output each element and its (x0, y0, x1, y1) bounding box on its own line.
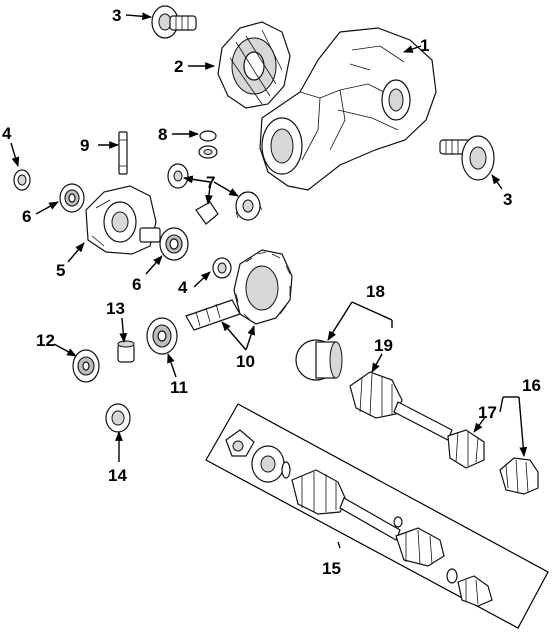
callout-6-right: 6 (132, 275, 141, 294)
part-output-flange-right[interactable] (439, 135, 495, 181)
callout-1: 1 (420, 36, 429, 55)
callout-18: 18 (366, 282, 385, 301)
part-collapsible-spacer[interactable] (117, 340, 135, 363)
callout-3-top: 3 (112, 6, 121, 25)
part-cv-joint-18[interactable] (295, 339, 343, 381)
callout-4-left: 4 (2, 124, 12, 143)
part-bearing-right[interactable] (159, 227, 189, 261)
part-seal-left[interactable] (13, 169, 31, 191)
callout-11: 11 (170, 378, 188, 397)
callout-4-center: 4 (178, 278, 188, 297)
callout-9: 9 (80, 136, 89, 155)
callout-3-right: 3 (503, 190, 512, 209)
part-thrust-washer[interactable] (198, 130, 218, 159)
callout-19: 19 (374, 336, 393, 355)
part-differential-carrier[interactable] (85, 185, 161, 255)
callout-17: 17 (478, 403, 497, 422)
part-seal-center[interactable] (212, 257, 232, 279)
leader-lines (10, 12, 528, 549)
part-ring-and-pinion-gear[interactable] (185, 249, 293, 331)
part-axle-shaft-19[interactable] (349, 371, 485, 469)
callout-12: 12 (36, 331, 55, 350)
callout-labels: 1 2 3 3 4 4 5 6 6 7 8 9 10 11 12 13 14 1… (2, 6, 541, 578)
callout-16: 16 (522, 376, 541, 395)
callout-13: 13 (106, 299, 125, 318)
callout-15: 15 (322, 559, 341, 578)
part-pinion-bearing[interactable] (146, 317, 178, 355)
callout-7: 7 (206, 173, 215, 192)
part-differential-housing[interactable] (259, 27, 437, 191)
part-differential-gears[interactable] (167, 163, 263, 225)
part-bearing-left[interactable] (59, 183, 85, 213)
part-cross-pin[interactable] (118, 131, 128, 175)
part-housing-cover[interactable] (217, 21, 291, 109)
callout-8: 8 (158, 125, 167, 144)
callout-5: 5 (56, 261, 65, 280)
part-pinion-seal[interactable] (105, 403, 131, 433)
callout-2: 2 (174, 57, 183, 76)
part-axle-assembly-15[interactable] (205, 403, 549, 629)
part-cv-boot-16[interactable] (499, 457, 539, 495)
part-bearing-12[interactable] (72, 349, 100, 383)
callout-6-left: 6 (22, 207, 31, 226)
part-output-flange-top[interactable] (151, 5, 197, 39)
callout-10: 10 (236, 352, 255, 371)
callout-14: 14 (108, 466, 127, 485)
